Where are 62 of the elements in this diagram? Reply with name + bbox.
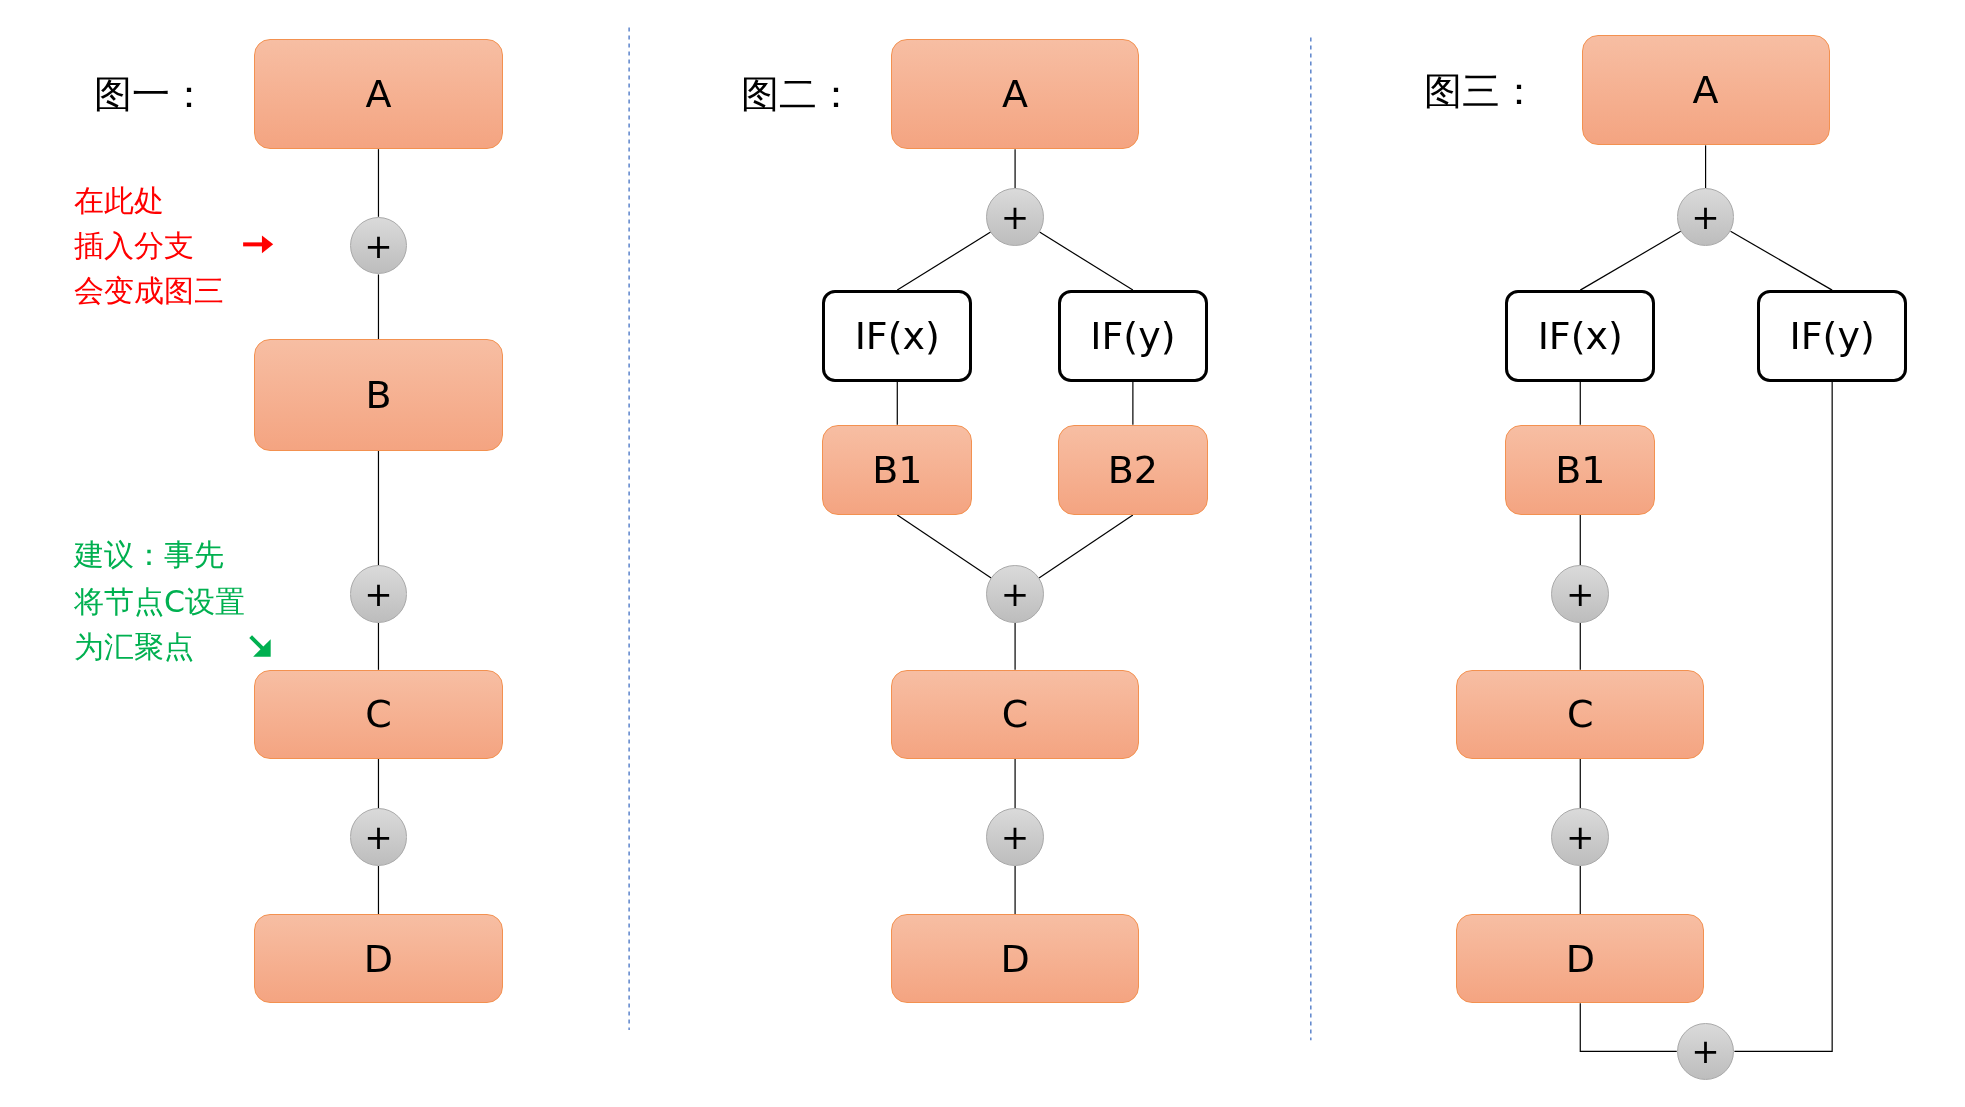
connector-line <box>377 622 380 671</box>
condition-box: IF(y) <box>1756 290 1908 382</box>
connector-line <box>1038 231 1134 291</box>
figure-heading: 图二： <box>740 75 855 113</box>
condition-box: IF(x) <box>1505 290 1656 382</box>
process-box: D <box>1456 914 1705 1004</box>
figure-heading: 图一： <box>94 75 208 113</box>
connector-line <box>377 758 380 809</box>
process-box: A <box>891 38 1140 150</box>
merge-circle: + <box>349 565 408 623</box>
connector-line <box>1733 381 1833 1053</box>
process-box: B1 <box>822 424 973 516</box>
process-box: C <box>254 669 503 759</box>
connector-line <box>1579 758 1581 809</box>
connector-line <box>1729 230 1833 291</box>
connector-line <box>1579 230 1682 291</box>
connector-line <box>1014 865 1016 915</box>
figure-heading: 图三： <box>1423 72 1538 111</box>
connector-line <box>896 381 898 426</box>
connector-line <box>377 865 380 915</box>
connector-line <box>1579 865 1581 915</box>
process-box: B1 <box>1505 424 1656 516</box>
process-box: C <box>891 669 1140 759</box>
connector-line <box>1014 622 1016 671</box>
merge-circle: + <box>1676 1022 1735 1081</box>
connector-line <box>377 449 380 566</box>
note-text: 插入分支 <box>73 230 194 261</box>
note-text: 会变成图三 <box>73 275 224 306</box>
merge-circle: + <box>349 216 408 275</box>
connector-line <box>377 273 380 340</box>
connector-line <box>1132 381 1134 426</box>
connector-line <box>896 514 992 579</box>
connector-line <box>1705 144 1707 189</box>
note-text: 建议：事先 <box>73 540 224 571</box>
condition-box: IF(x) <box>822 290 973 382</box>
merge-circle: + <box>986 808 1044 866</box>
note-text: 将节点C设置 <box>73 586 245 617</box>
process-box: B2 <box>1057 424 1209 516</box>
note-text: 为汇聚点 <box>73 631 194 662</box>
merge-circle: + <box>1551 565 1610 623</box>
condition-box: IF(y) <box>1057 290 1209 382</box>
merge-circle: + <box>349 808 408 866</box>
connector-line <box>1014 148 1016 189</box>
process-box: A <box>254 38 503 150</box>
connector-line <box>1579 381 1581 426</box>
connector-line <box>1579 1002 1678 1053</box>
process-box: B <box>254 339 503 451</box>
connector-line <box>1038 514 1134 579</box>
connector-line <box>1579 514 1581 566</box>
process-box: D <box>254 914 503 1004</box>
merge-circle: + <box>1676 187 1735 246</box>
process-box: C <box>1456 669 1705 759</box>
connector-line <box>377 148 380 218</box>
note-text: 在此处 <box>73 185 164 216</box>
merge-circle: + <box>986 565 1044 623</box>
connector-line <box>1579 622 1581 671</box>
process-box: D <box>891 914 1140 1004</box>
connector-line <box>1014 758 1016 809</box>
connector-line <box>896 231 992 291</box>
process-box: A <box>1581 35 1830 146</box>
merge-circle: + <box>986 187 1044 246</box>
merge-circle: + <box>1551 808 1610 866</box>
